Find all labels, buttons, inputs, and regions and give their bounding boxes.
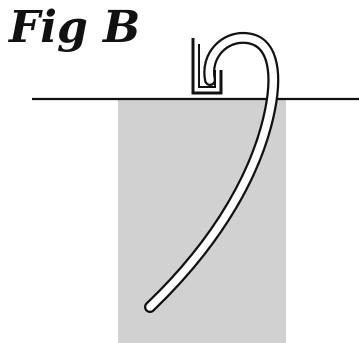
figure-label: Fig B (9, 2, 141, 53)
tube-body (146, 34, 278, 311)
channel-bracket (191, 38, 223, 95)
